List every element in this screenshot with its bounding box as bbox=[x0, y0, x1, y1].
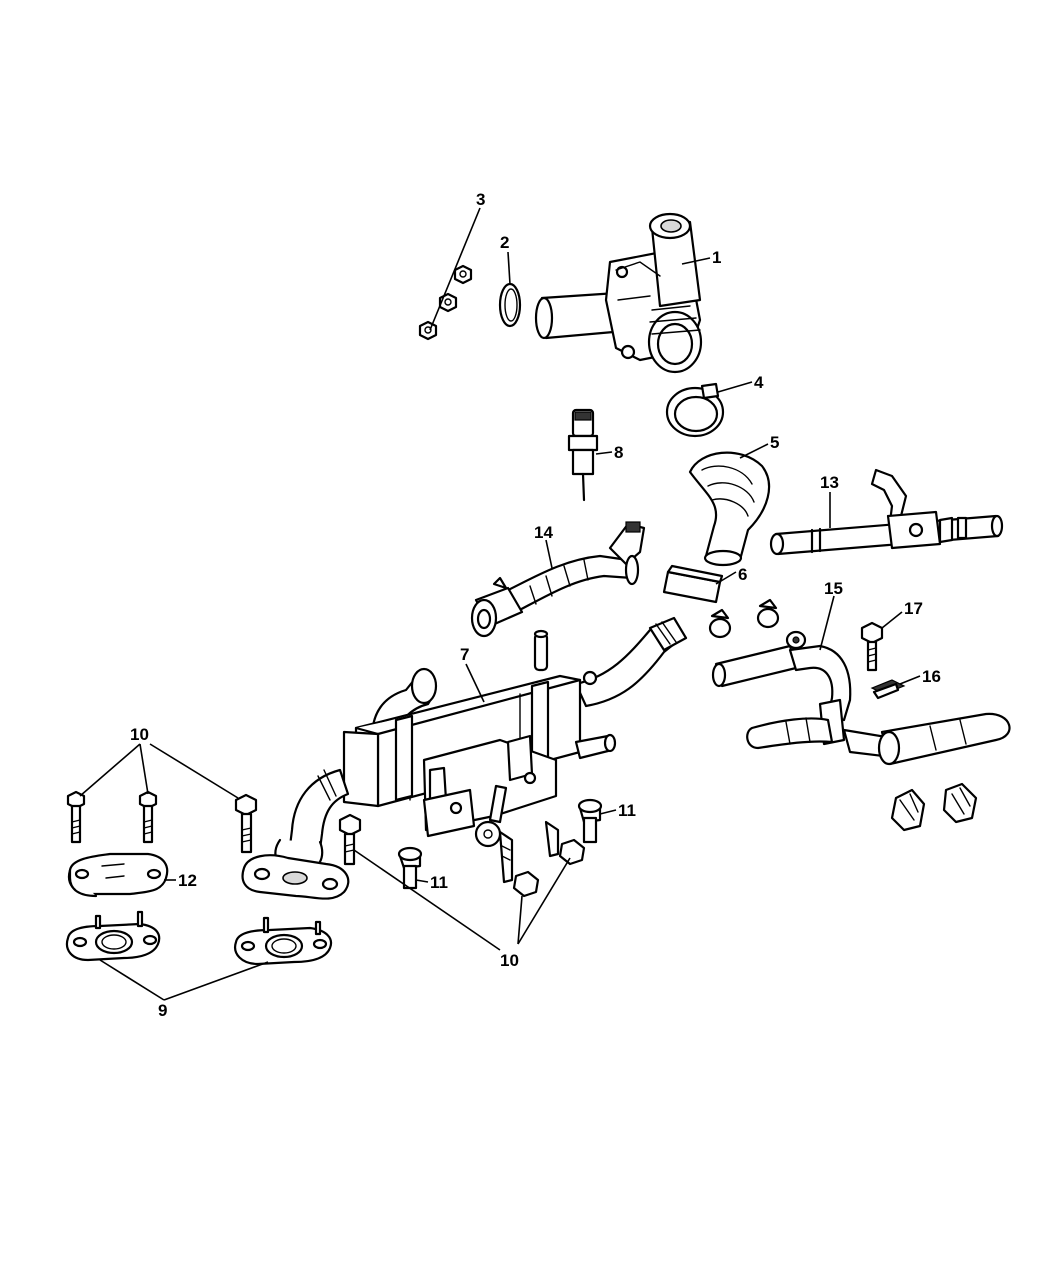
callout-10-bottom: 10 bbox=[500, 951, 519, 970]
callout-labels: 1 2 3 4 5 6 7 8 9 10 10 11 11 12 13 14 1… bbox=[130, 190, 941, 1020]
part-5-hose bbox=[688, 451, 771, 567]
part-13-coolant-tube bbox=[769, 468, 1004, 556]
leader-lines bbox=[79, 207, 921, 1001]
part-3-nuts bbox=[418, 264, 473, 341]
tube-clips bbox=[890, 782, 978, 832]
callout-14: 14 bbox=[534, 523, 553, 542]
part-15-coolant-tube-assembly bbox=[711, 630, 1011, 766]
part-4-hose-clamp bbox=[665, 382, 725, 438]
part-7-egr-cooler bbox=[241, 616, 688, 900]
part-6-clip bbox=[662, 564, 724, 604]
callout-11-right: 11 bbox=[618, 801, 636, 820]
part-8-temperature-sensor bbox=[567, 408, 599, 502]
part-16-clip bbox=[870, 679, 906, 700]
part-1-thermostat-housing bbox=[534, 212, 703, 374]
part-9-gaskets bbox=[65, 910, 333, 966]
part-11-bolts bbox=[397, 798, 603, 890]
callout-6: 6 bbox=[738, 565, 747, 584]
hose-clamps-small bbox=[708, 598, 780, 639]
part-14-hose-quick-connector bbox=[470, 521, 646, 638]
callout-5: 5 bbox=[770, 433, 779, 452]
callout-1: 1 bbox=[712, 248, 721, 267]
part-12-blanking-plate bbox=[67, 852, 169, 898]
callout-12: 12 bbox=[178, 871, 197, 890]
callout-15: 15 bbox=[824, 579, 843, 598]
callout-16: 16 bbox=[922, 667, 941, 686]
callout-2: 2 bbox=[500, 233, 509, 252]
part-2-o-ring bbox=[498, 282, 522, 328]
callout-11-left: 11 bbox=[430, 873, 448, 892]
callout-13: 13 bbox=[820, 473, 839, 492]
callout-9: 9 bbox=[158, 1001, 167, 1020]
callout-8: 8 bbox=[614, 443, 623, 462]
callout-10-top: 10 bbox=[130, 725, 149, 744]
callout-17: 17 bbox=[904, 599, 923, 618]
callout-7: 7 bbox=[460, 645, 469, 664]
part-17-bolt bbox=[860, 621, 884, 672]
callout-3: 3 bbox=[476, 190, 485, 209]
callout-4: 4 bbox=[754, 373, 764, 392]
